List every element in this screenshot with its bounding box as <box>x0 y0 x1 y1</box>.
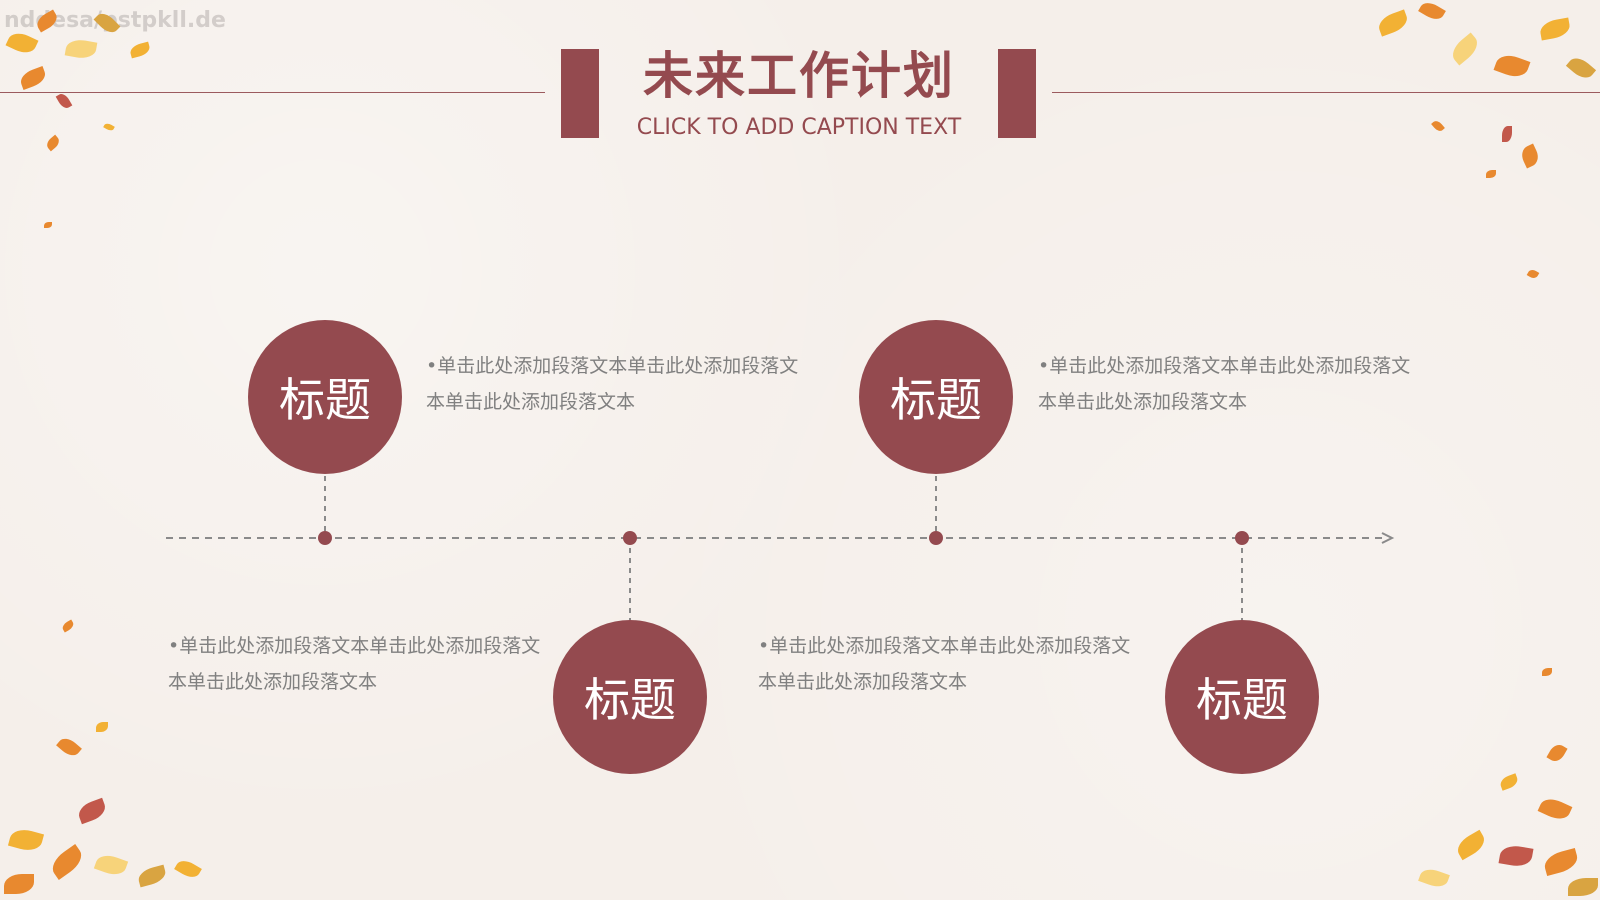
milestone-circle-1[interactable]: 标题 <box>248 320 402 474</box>
slide-subtitle[interactable]: CLICK TO ADD CAPTION TEXT <box>636 115 962 140</box>
title-accent-bar-right <box>998 49 1036 138</box>
milestone-text-3[interactable]: •单击此处添加段落文本单击此处添加段落文 本单击此处添加段落文本 <box>1038 348 1438 420</box>
milestone-text-3-line-2: 本单击此处添加段落文本 <box>1038 391 1248 413</box>
slide-title[interactable]: 未来工作计划 <box>643 47 955 105</box>
timeline-dot-2 <box>623 531 637 545</box>
milestone-text-1-line-2: 本单击此处添加段落文本 <box>426 391 636 413</box>
milestone-circle-2[interactable]: 标题 <box>553 620 707 774</box>
milestone-text-2[interactable]: •单击此处添加段落文本单击此处添加段落文 本单击此处添加段落文本 <box>168 628 568 700</box>
milestone-text-2-line-2: 本单击此处添加段落文本 <box>168 671 378 693</box>
milestone-circle-4[interactable]: 标题 <box>1165 620 1319 774</box>
timeline-arrow-icon <box>1381 532 1395 544</box>
timeline-dot-1 <box>318 531 332 545</box>
milestone-circle-3[interactable]: 标题 <box>859 320 1013 474</box>
milestone-text-4-line-1: •单击此处添加段落文本单击此处添加段落文 <box>758 635 1131 657</box>
milestone-title-3[interactable]: 标题 <box>890 373 982 427</box>
milestone-title-1[interactable]: 标题 <box>279 373 371 427</box>
header-divider-left <box>0 92 545 93</box>
milestone-text-2-line-1: •单击此处添加段落文本单击此处添加段落文 <box>168 635 541 657</box>
timeline-dot-3 <box>929 531 943 545</box>
title-accent-bar-left <box>561 49 599 138</box>
milestone-text-4-line-2: 本单击此处添加段落文本 <box>758 671 968 693</box>
header-divider-right <box>1052 92 1600 93</box>
milestone-text-4[interactable]: •单击此处添加段落文本单击此处添加段落文 本单击此处添加段落文本 <box>758 628 1158 700</box>
timeline-dot-4 <box>1235 531 1249 545</box>
milestone-title-2[interactable]: 标题 <box>584 673 676 727</box>
milestone-text-3-line-1: •单击此处添加段落文本单击此处添加段落文 <box>1038 355 1411 377</box>
milestone-text-1[interactable]: •单击此处添加段落文本单击此处添加段落文 本单击此处添加段落文本 <box>426 348 826 420</box>
milestone-title-4[interactable]: 标题 <box>1196 673 1288 727</box>
milestone-text-1-line-1: •单击此处添加段落文本单击此处添加段落文 <box>426 355 799 377</box>
